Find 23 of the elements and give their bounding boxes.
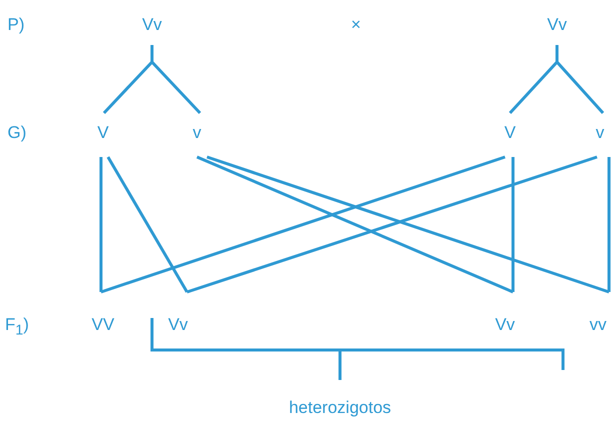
genotype-text: V	[495, 113, 525, 157]
connector-line	[150, 45, 202, 114]
connector-line	[608, 157, 610, 292]
label-text: heterozigotos	[288, 398, 392, 418]
genotype-text: Vv	[163, 292, 193, 335]
genotype-text: v	[589, 113, 611, 157]
genotype-text: Vv	[542, 15, 572, 45]
genotype-text: v	[182, 113, 212, 157]
label-text: F$_{1}$)	[5, 315, 29, 340]
genotype-text: Vv	[490, 292, 520, 335]
connector-line	[512, 157, 514, 292]
label-text: ×	[351, 15, 361, 35]
label-text: G)	[8, 123, 26, 143]
connector-line	[196, 156, 514, 294]
label-text: P)	[8, 15, 24, 35]
connector-line	[106, 156, 188, 293]
connector-line	[556, 45, 604, 114]
genotype-text: Vv	[137, 15, 167, 45]
connector-line	[100, 157, 102, 292]
genotype-text: V	[88, 113, 118, 157]
genotype-text: VV	[88, 292, 118, 335]
connector-line	[100, 156, 506, 294]
genotype-text: vv	[585, 292, 611, 335]
